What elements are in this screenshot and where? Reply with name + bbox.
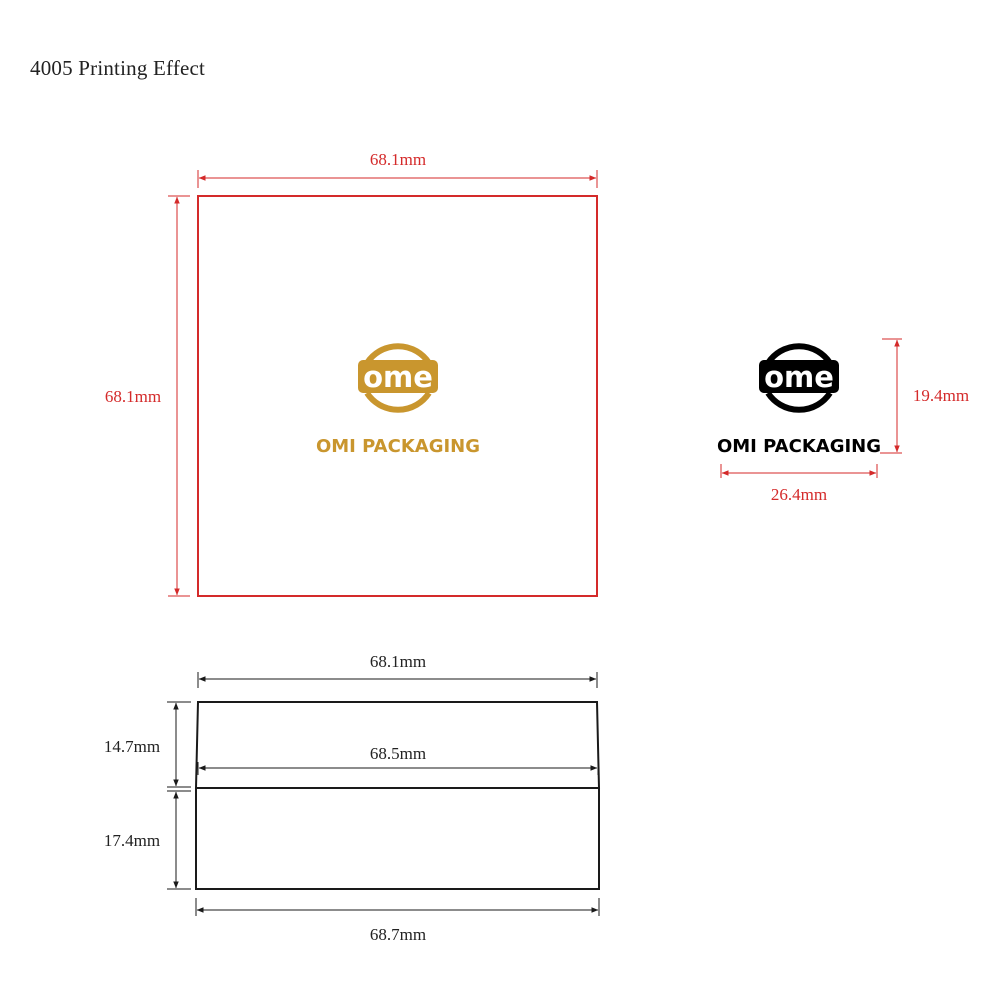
logo-badge	[358, 360, 438, 393]
logo-wordmark: ome	[363, 360, 433, 394]
top-height-dimension: 68.1mm	[105, 195, 190, 597]
logo-detail-badge	[759, 360, 839, 393]
top-width-dimension: 68.1mm	[197, 150, 598, 188]
logo-detail-arc-top	[765, 343, 833, 365]
page-title: 4005 Printing Effect	[30, 56, 206, 80]
ome-logo-gold: ome	[358, 343, 438, 413]
lid-bottom-width-dimension: 68.5mm	[197, 744, 599, 775]
base-height-label: 17.4mm	[104, 831, 160, 850]
base-side-outline	[195, 787, 600, 890]
lid-top-outline	[197, 195, 598, 597]
base-height-dimension: 17.4mm	[104, 790, 191, 890]
lid-height-dimension: 14.7mm	[104, 701, 191, 788]
top-view: 68.1mm 68.1mm ome OMI PACKAGING	[105, 150, 598, 597]
logo-detail-arc-bottom	[765, 391, 833, 413]
lid-bottom-width-label: 68.5mm	[370, 744, 426, 763]
base-width-dimension: 68.7mm	[195, 898, 600, 944]
base-width-label: 68.7mm	[370, 925, 426, 944]
brand-name-black: OMI PACKAGING	[717, 436, 881, 457]
logo-width-dimension: 26.4mm	[720, 464, 878, 504]
logo-arc-bottom	[364, 391, 432, 413]
lid-height-label: 14.7mm	[104, 737, 160, 756]
logo-height-label: 19.4mm	[913, 386, 969, 405]
logo-height-dimension: 19.4mm	[880, 338, 969, 454]
logo-detail-wordmark: ome	[764, 360, 834, 394]
ome-logo-black: ome	[759, 343, 839, 413]
top-width-label: 68.1mm	[370, 150, 426, 169]
side-view: 68.1mm 68.5mm 14.7mm 17.4mm	[104, 652, 601, 944]
lid-top-width-dimension: 68.1mm	[197, 652, 598, 688]
logo-width-label: 26.4mm	[771, 485, 827, 504]
lid-top-width-label: 68.1mm	[370, 652, 426, 671]
logo-detail: ome OMI PACKAGING 19.4mm 26.4mm	[717, 338, 969, 504]
top-height-label: 68.1mm	[105, 387, 161, 406]
logo-arc-top	[364, 343, 432, 365]
brand-name-gold: OMI PACKAGING	[316, 436, 480, 457]
